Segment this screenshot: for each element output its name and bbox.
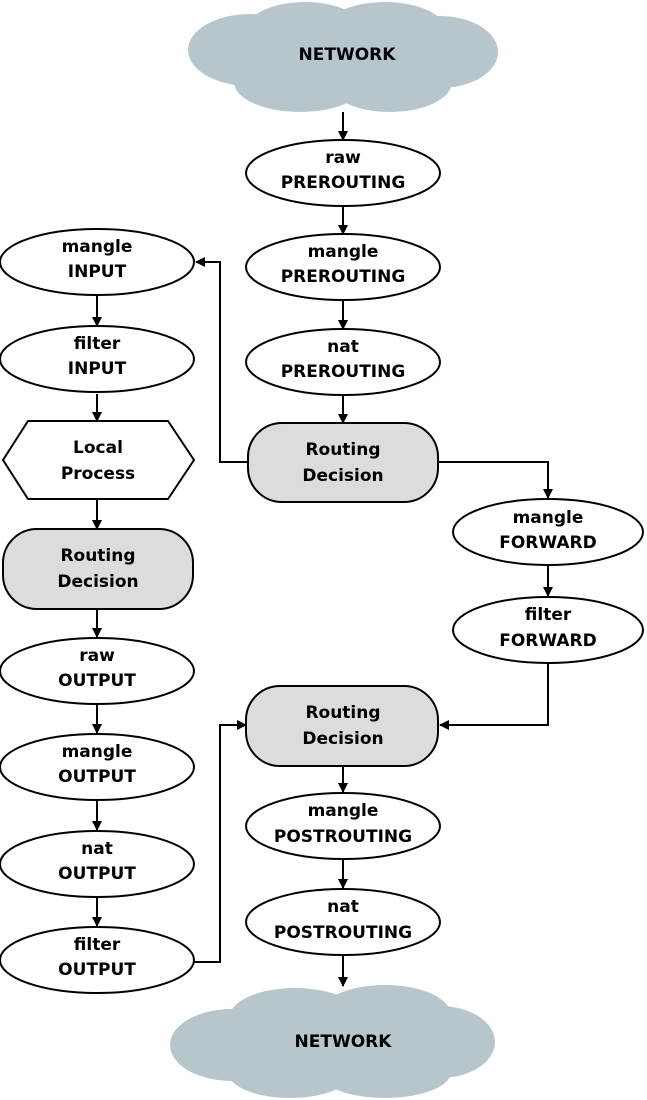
arrow-routing-to-mangle-forward — [438, 461, 553, 499]
node-label-line2: INPUT — [68, 262, 127, 282]
node-nat-postrouting: nat POSTROUTING — [245, 888, 441, 956]
node-label-line1: nat — [81, 839, 113, 859]
node-label-line1: Routing — [305, 440, 380, 460]
node-label-line1: mangle — [513, 508, 584, 528]
node-routing-decision-postrouting: Routing Decision — [245, 685, 439, 767]
node-label-line2: FORWARD — [499, 533, 597, 553]
node-label-line1: filter — [74, 935, 121, 955]
node-label-line1: Routing — [305, 703, 380, 723]
node-filter-output: filter OUTPUT — [0, 926, 195, 994]
node-label-line2: OUTPUT — [58, 960, 136, 980]
node-label-line1: mangle — [62, 237, 133, 257]
node-filter-forward: filter FORWARD — [452, 596, 644, 664]
node-label-line2: PREROUTING — [281, 267, 406, 287]
node-routing-decision-output: Routing Decision — [2, 528, 194, 610]
node-label-line2: PREROUTING — [281, 173, 406, 193]
node-nat-prerouting: nat PREROUTING — [245, 328, 441, 396]
node-label-line2: Decision — [302, 729, 383, 749]
node-label-line1: Local — [73, 438, 123, 458]
node-label-line2: Decision — [302, 466, 383, 486]
network-cloud-top: NETWORK — [188, 2, 498, 112]
node-nat-output: nat OUTPUT — [0, 830, 195, 898]
node-label-line1: raw — [325, 148, 361, 168]
node-label-line1: mangle — [308, 801, 379, 821]
node-mangle-forward: mangle FORWARD — [452, 498, 644, 566]
node-label-line2: OUTPUT — [58, 864, 136, 884]
node-label-line1: mangle — [62, 742, 133, 762]
node-label-line1: nat — [327, 897, 359, 917]
node-mangle-postrouting: mangle POSTROUTING — [245, 792, 441, 860]
connectors — [92, 112, 553, 987]
node-label-line2: POSTROUTING — [274, 827, 412, 847]
node-label-line1: nat — [327, 337, 359, 357]
node-label-line1: filter — [525, 605, 572, 625]
arrow-routing-to-mangle-input — [195, 257, 248, 463]
node-raw-output: raw OUTPUT — [0, 637, 195, 705]
network-bottom-label: NETWORK — [295, 1032, 393, 1052]
node-label-line1: Routing — [60, 546, 135, 566]
node-filter-input: filter INPUT — [0, 325, 195, 393]
node-label-line2: INPUT — [68, 359, 127, 379]
arrow-filter-forward-to-routing — [439, 664, 549, 730]
node-label-line2: POSTROUTING — [274, 923, 412, 943]
network-top-label: NETWORK — [299, 45, 397, 65]
node-label-line2: Decision — [57, 572, 138, 592]
node-label-line2: PREROUTING — [281, 362, 406, 382]
node-label-line1: mangle — [308, 242, 379, 262]
node-routing-decision-prerouting: Routing Decision — [247, 422, 439, 503]
node-label-line2: OUTPUT — [58, 671, 136, 691]
node-mangle-prerouting: mangle PREROUTING — [245, 233, 441, 301]
node-local-process: Local Process — [1, 420, 196, 500]
node-label-line2: OUTPUT — [58, 767, 136, 787]
node-raw-prerouting: raw PREROUTING — [245, 139, 441, 207]
node-label-line2: Process — [61, 464, 135, 484]
node-mangle-output: mangle OUTPUT — [0, 733, 195, 801]
node-label-line1: filter — [74, 334, 121, 354]
node-label-line2: FORWARD — [499, 631, 597, 651]
node-mangle-input: mangle INPUT — [0, 228, 195, 296]
network-cloud-bottom: NETWORK — [170, 985, 495, 1098]
node-label-line1: raw — [79, 646, 115, 666]
arrow-filter-output-to-routing — [194, 720, 247, 963]
